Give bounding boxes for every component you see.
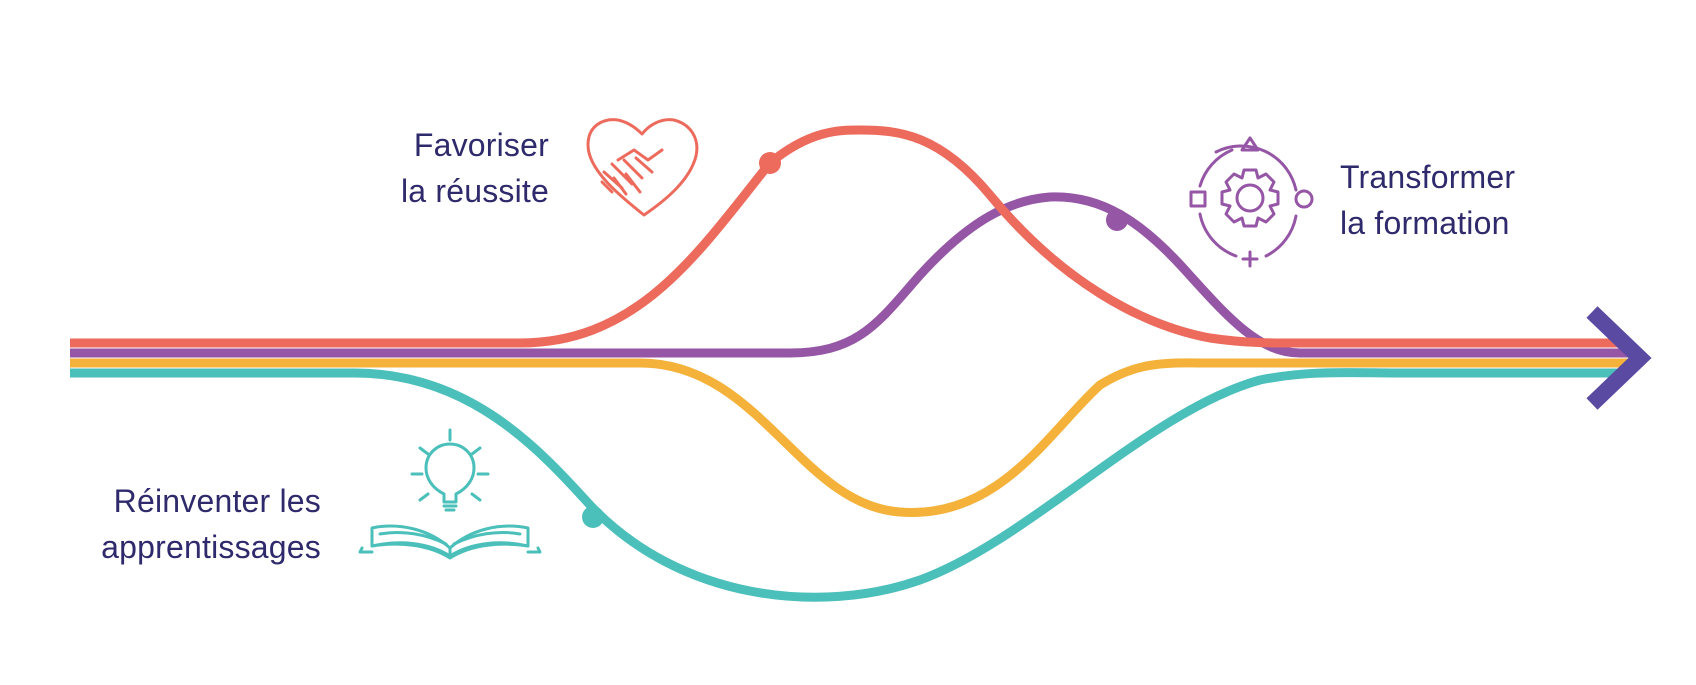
label-favoriser-la-reussite: Favoriser la réussite: [401, 122, 549, 214]
label-transformer-la-formation: Transformer la formation: [1340, 154, 1515, 246]
arrow-head: [1586, 306, 1652, 410]
coral-strand: [70, 125, 1630, 348]
teal-strand: [70, 368, 1630, 602]
label-line: Favoriser: [413, 127, 549, 163]
label-reinventer-les-apprentissages: Réinventer les apprentissages: [101, 478, 321, 570]
label-line: la formation: [1340, 205, 1510, 241]
label-line: Réinventer les: [113, 483, 321, 519]
gear-cycle-icon: [1189, 136, 1314, 268]
lightbulb-book-icon: [358, 428, 542, 560]
coral-milestone-dot: [759, 152, 781, 174]
label-line: Transformer: [1340, 159, 1516, 195]
purple-strand: [70, 192, 1630, 358]
purple-milestone-dot: [1106, 209, 1128, 231]
gold-strand: [70, 358, 1630, 517]
label-line: apprentissages: [101, 529, 321, 565]
label-line: la réussite: [400, 173, 549, 209]
handshake-heart-icon: [586, 118, 699, 217]
teal-milestone-dot: [582, 506, 604, 528]
